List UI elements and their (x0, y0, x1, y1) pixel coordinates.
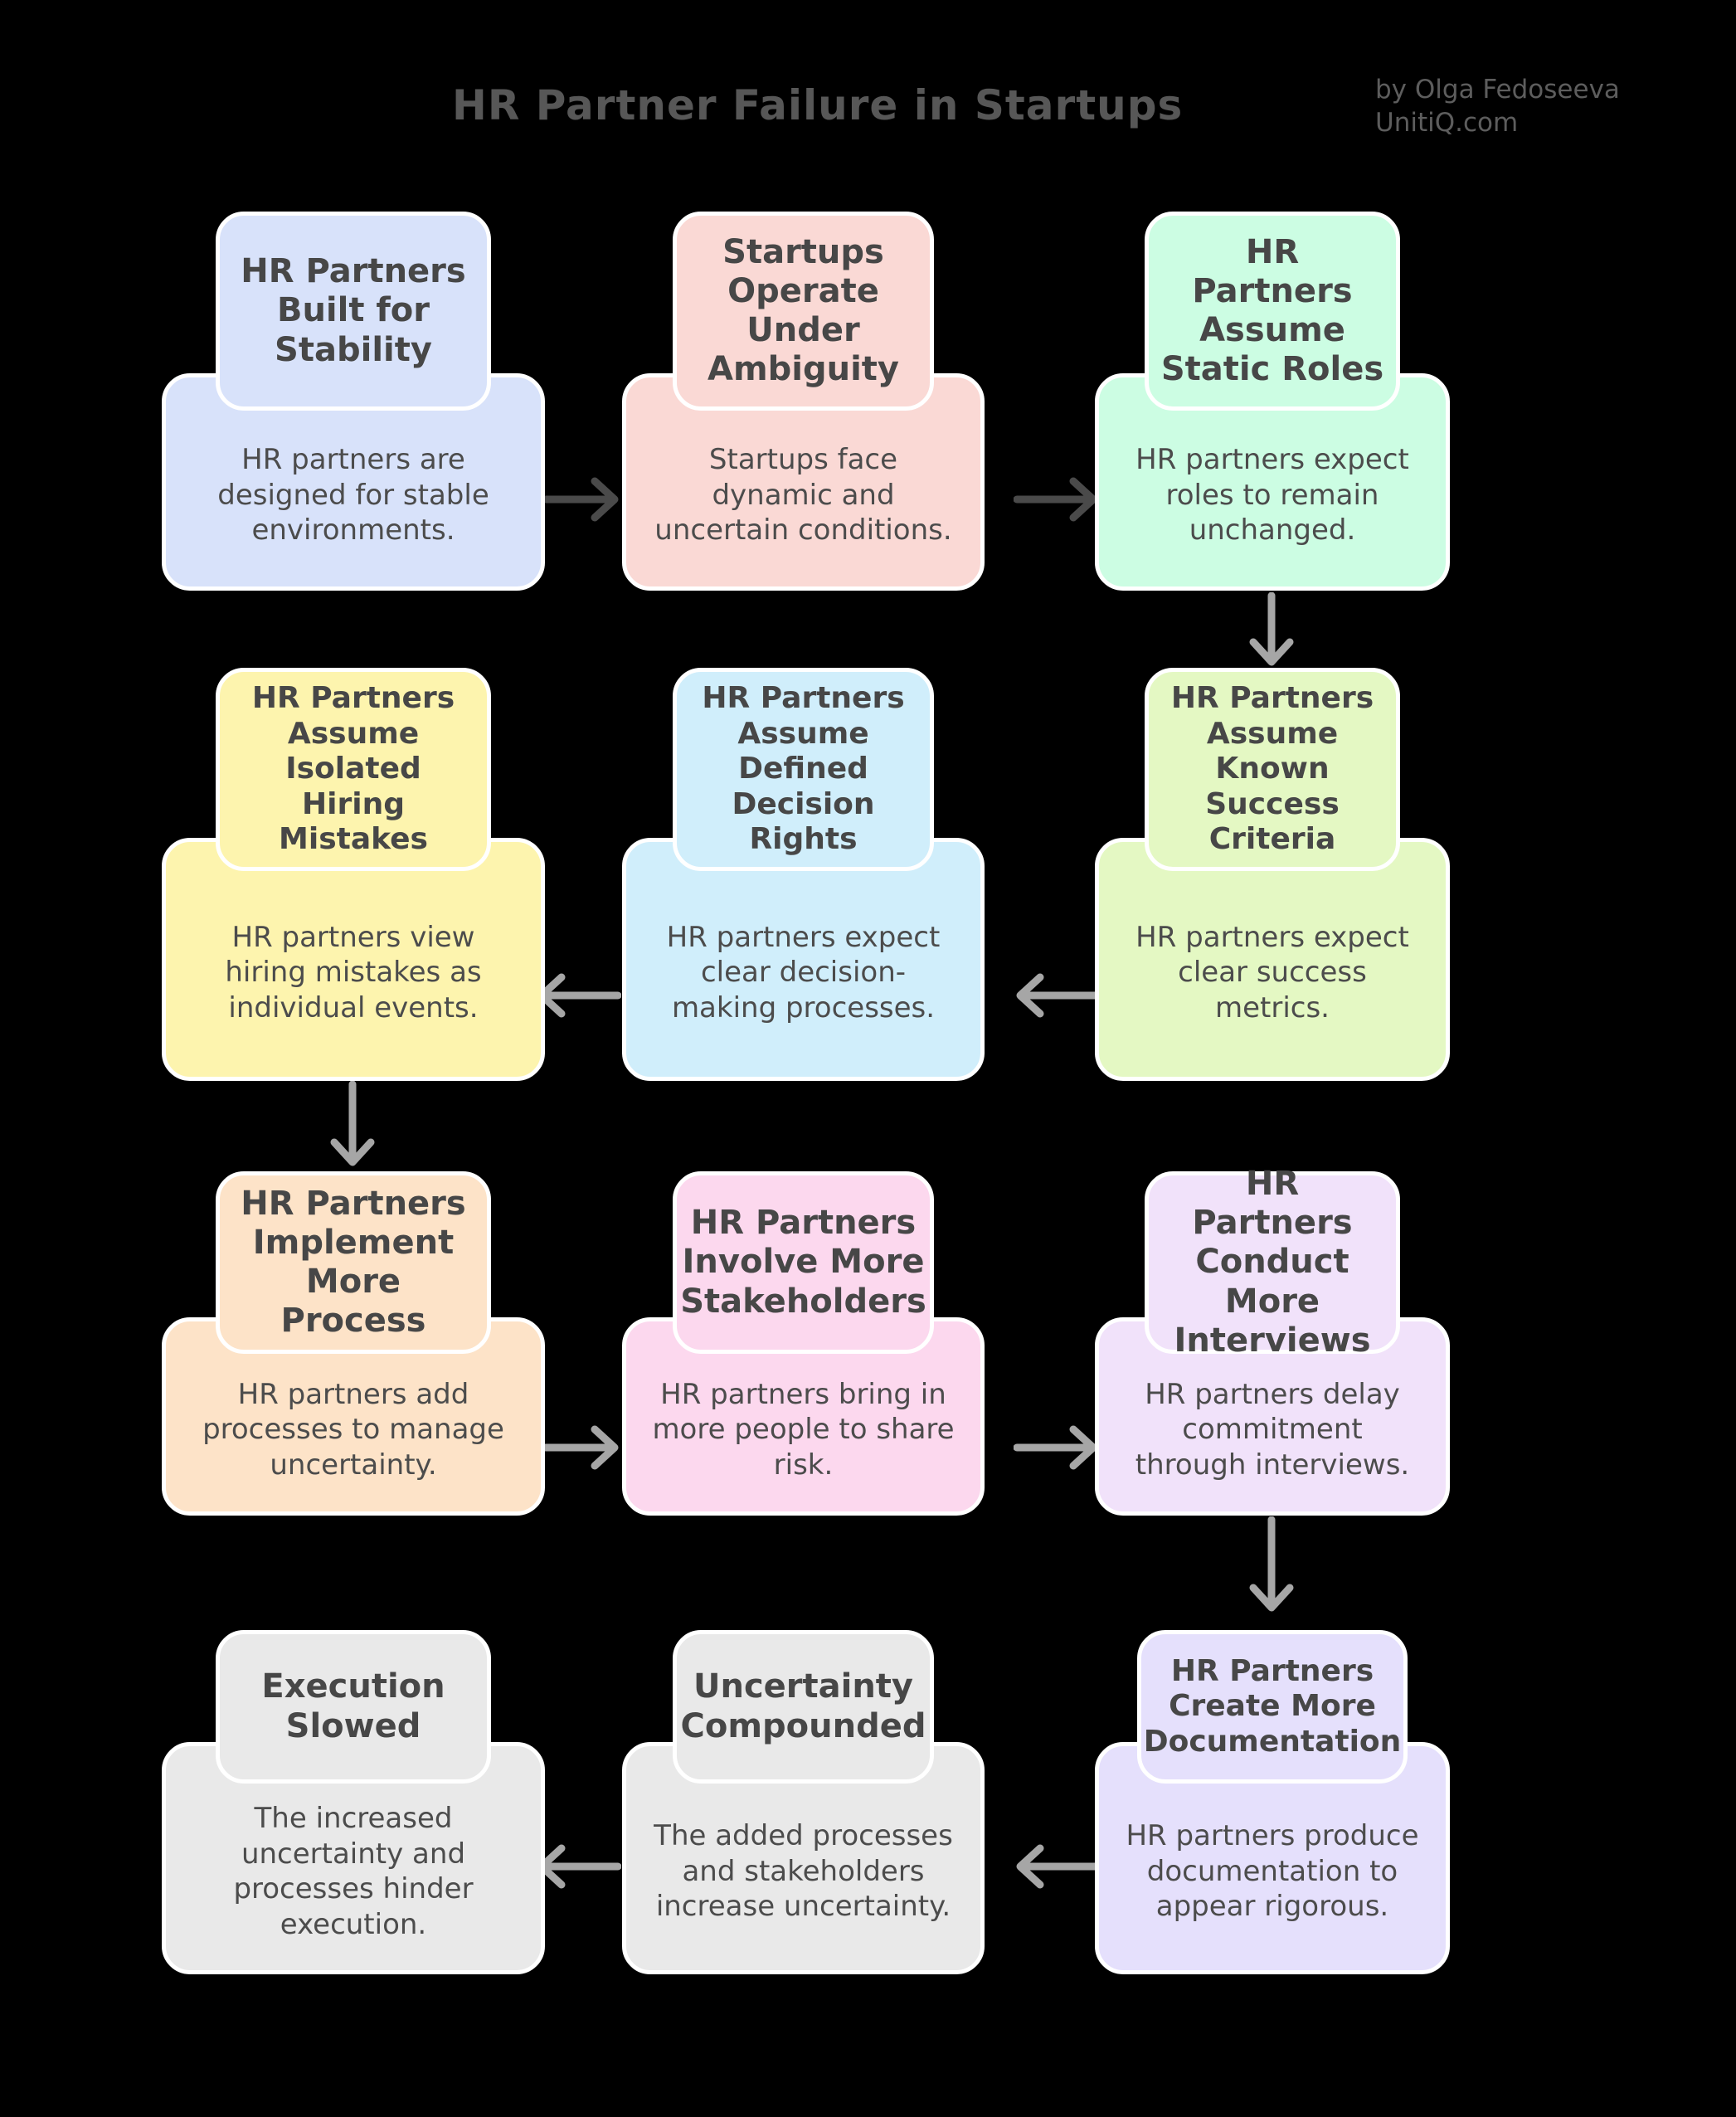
node-uncertainty-compounded: Uncertainty Compounded The added process… (622, 1630, 985, 1974)
node-title: HR Partners Assume Static Roles (1160, 232, 1384, 389)
node-title: HR Partners Assume Defined Decision Righ… (702, 681, 905, 857)
node-title-card: HR Partners Create More Documentation (1137, 1630, 1408, 1784)
node-conduct-more-interviews: HR Partners Conduct More Interviews HR p… (1095, 1165, 1450, 1516)
arrow-uncertainty-to-execution-icon (537, 1844, 621, 1889)
node-title: HR Partners Implement More Process (241, 1184, 466, 1341)
arrow-ambiguity-to-static-roles-icon (1014, 477, 1097, 522)
node-title-card: HR Partners Assume Isolated Hiring Mista… (215, 668, 492, 871)
node-title-card: HR Partners Assume Known Success Criteri… (1144, 668, 1401, 871)
node-execution-slowed: Execution Slowed The increased uncertain… (162, 1630, 545, 1974)
node-desc: Startups face dynamic and uncertain cond… (654, 443, 952, 548)
node-desc: HR partners expect clear decision-making… (666, 920, 941, 1024)
node-title: HR Partners Built for Stability (241, 252, 466, 369)
arrow-success-criteria-to-decision-rights-icon (1016, 973, 1100, 1018)
node-title: HR Partners Assume Isolated Hiring Mista… (251, 681, 455, 857)
node-title-card: HR Partners Implement More Process (215, 1171, 492, 1354)
node-desc: HR partners expect clear success metrics… (1135, 920, 1409, 1024)
node-create-more-documentation: HR Partners Create More Documentation HR… (1095, 1630, 1450, 1974)
node-desc-card: HR partners expect roles to remain uncha… (1095, 373, 1450, 591)
node-title-card: Startups Operate Under Ambiguity (673, 212, 934, 411)
byline: by Olga Fedoseeva UnitiQ.com (1375, 73, 1620, 140)
node-assume-known-success-criteria: HR Partners Assume Known Success Criteri… (1095, 668, 1450, 1081)
node-title: HR Partners Conduct More Interviews (1174, 1165, 1371, 1360)
node-desc: HR partners bring in more people to shar… (652, 1377, 955, 1482)
arrow-stakeholders-to-interviews-icon (1014, 1425, 1097, 1470)
arrow-static-roles-to-success-criteria-icon (1249, 592, 1294, 666)
arrow-decision-rights-to-hiring-mistakes-icon (537, 973, 621, 1018)
node-title: HR Partners Assume Known Success Criteri… (1170, 681, 1374, 857)
node-desc: The increased uncertainty and processes … (233, 1802, 474, 1941)
arrow-interviews-to-documentation-icon (1249, 1516, 1294, 1612)
arrow-documentation-to-uncertainty-icon (1016, 1844, 1100, 1889)
node-desc-card: HR partners expect clear decision-making… (622, 838, 985, 1081)
node-title: HR Partners Create More Documentation (1143, 1653, 1402, 1759)
page-title: HR Partner Failure in Startups (452, 81, 1184, 129)
byline-author: by Olga Fedoseeva (1375, 75, 1620, 105)
node-title-card: HR Partners Conduct More Interviews (1144, 1165, 1401, 1360)
node-implement-more-process: HR Partners Implement More Process HR pa… (162, 1171, 545, 1516)
node-title-card: HR Partners Involve More Stakeholders (673, 1171, 934, 1354)
node-title: Uncertainty Compounded (680, 1667, 926, 1745)
node-title-card: Uncertainty Compounded (673, 1630, 934, 1784)
node-desc: HR partners are designed for stable envi… (217, 443, 489, 548)
byline-website: UnitiQ.com (1375, 108, 1519, 139)
node-title-card: HR Partners Assume Static Roles (1144, 212, 1401, 411)
node-title: Startups Operate Under Ambiguity (708, 232, 899, 389)
node-desc: HR partners view hiring mistakes as indi… (225, 920, 482, 1024)
node-title: Execution Slowed (261, 1667, 445, 1745)
node-title-card: HR Partners Assume Defined Decision Righ… (673, 668, 934, 871)
arrow-more-process-to-stakeholders-icon (535, 1425, 619, 1470)
node-desc-card: HR partners delay commitment through int… (1095, 1317, 1450, 1516)
node-desc: HR partners delay commitment through int… (1135, 1377, 1410, 1482)
arrow-stability-to-ambiguity-icon (535, 477, 619, 522)
node-involve-more-stakeholders: HR Partners Involve More Stakeholders HR… (622, 1171, 985, 1516)
node-desc: HR partners expect roles to remain uncha… (1135, 443, 1409, 548)
arrow-hiring-mistakes-to-more-process-icon (330, 1081, 375, 1166)
node-title-card: Execution Slowed (215, 1630, 492, 1784)
node-desc-card: HR partners view hiring mistakes as indi… (162, 838, 545, 1081)
node-assume-static-roles: HR Partners Assume Static Roles HR partn… (1095, 212, 1450, 591)
node-title: HR Partners Involve More Stakeholders (680, 1204, 926, 1321)
node-title-card: HR Partners Built for Stability (215, 212, 492, 411)
node-desc: HR partners produce documentation to app… (1126, 1819, 1419, 1924)
node-desc: HR partners add processes to manage unce… (202, 1377, 504, 1482)
node-operate-under-ambiguity: Startups Operate Under Ambiguity Startup… (622, 212, 985, 591)
node-assume-isolated-hiring-mistakes: HR Partners Assume Isolated Hiring Mista… (162, 668, 545, 1081)
node-assume-defined-decision-rights: HR Partners Assume Defined Decision Righ… (622, 668, 985, 1081)
node-built-for-stability: HR Partners Built for Stability HR partn… (162, 212, 545, 591)
node-desc: The added processes and stakeholders inc… (654, 1819, 953, 1924)
node-desc-card: HR partners expect clear success metrics… (1095, 838, 1450, 1081)
